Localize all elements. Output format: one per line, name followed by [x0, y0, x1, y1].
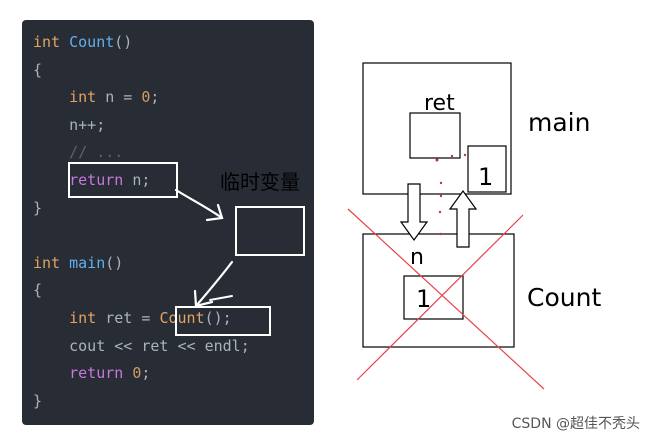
code-token: 0 [141, 88, 151, 107]
code-line: cout << ret << endl; [33, 333, 250, 359]
return-to-temp-arrowhead [205, 203, 224, 222]
code-token: main [69, 253, 106, 272]
code-line: // ... [33, 139, 123, 165]
code-token: } [33, 391, 43, 410]
temp-variable-box [235, 206, 305, 256]
code-token: Count [69, 33, 115, 51]
return-to-temp-arrow [174, 188, 224, 220]
temp-to-call-arrow [194, 260, 234, 308]
code-token: { [33, 60, 43, 79]
n-value-box [403, 275, 464, 320]
code-line: } [33, 388, 42, 414]
code-token: 0 [132, 364, 142, 383]
temp-variable-label: 临时变量 [220, 170, 300, 194]
code-token: () [114, 33, 133, 51]
up-arrow [448, 189, 478, 248]
code-token: } [33, 198, 43, 217]
code-line: } [33, 195, 42, 221]
code-token: int [69, 309, 97, 327]
count-call-highlight-box [175, 306, 271, 336]
code-token: n; [123, 171, 151, 189]
main-frame-box [362, 62, 512, 195]
code-line: { [33, 57, 42, 83]
watermark: CSDN @超佳不秃头 [511, 416, 640, 432]
count-frame-label: Count [527, 283, 602, 312]
down-arrow [399, 183, 429, 242]
code-line: return n; [33, 167, 150, 193]
code-token: return [69, 171, 124, 189]
code-line: { [33, 277, 42, 303]
code-token: // ... [69, 143, 124, 162]
code-token: ; [141, 364, 151, 383]
code-token: ret = [96, 309, 160, 327]
code-panel [22, 20, 314, 425]
count-frame-box [362, 233, 515, 348]
code-token: (); [204, 309, 232, 327]
code-token: int [33, 253, 61, 272]
code-line: int ret = Count(); [33, 305, 232, 331]
code-token: () [105, 253, 124, 272]
temp-to-call-arrowhead [193, 289, 214, 308]
count-value: 1 [416, 285, 432, 313]
main-frame-label: main [528, 108, 591, 137]
code-line: int Count() [33, 29, 132, 55]
code-token: cout << ret << endl; [33, 336, 250, 355]
code-line: int n = 0; [33, 84, 159, 110]
return-highlight-box [68, 162, 178, 198]
ret-box [409, 112, 461, 159]
code-token: { [33, 281, 43, 300]
main-value-box [467, 145, 507, 193]
code-line: n++; [33, 112, 105, 138]
code-line: return 0; [33, 360, 150, 386]
cross-line-2 [356, 214, 524, 381]
temp-to-call-arrow-tick [209, 295, 233, 301]
code-token: Count [159, 309, 205, 327]
code-line: int main() [33, 250, 123, 276]
code-token: n = [96, 88, 142, 107]
ret-label: ret [424, 91, 455, 116]
code-token: int [33, 33, 61, 51]
red-dots [435, 153, 467, 236]
n-label: n [410, 245, 424, 270]
code-token: ; [150, 88, 160, 107]
code-token: n++; [33, 115, 106, 134]
code-token: return [69, 364, 124, 383]
main-value: 1 [478, 163, 494, 191]
code-token: int [69, 88, 97, 107]
cross-line-1 [347, 208, 545, 390]
